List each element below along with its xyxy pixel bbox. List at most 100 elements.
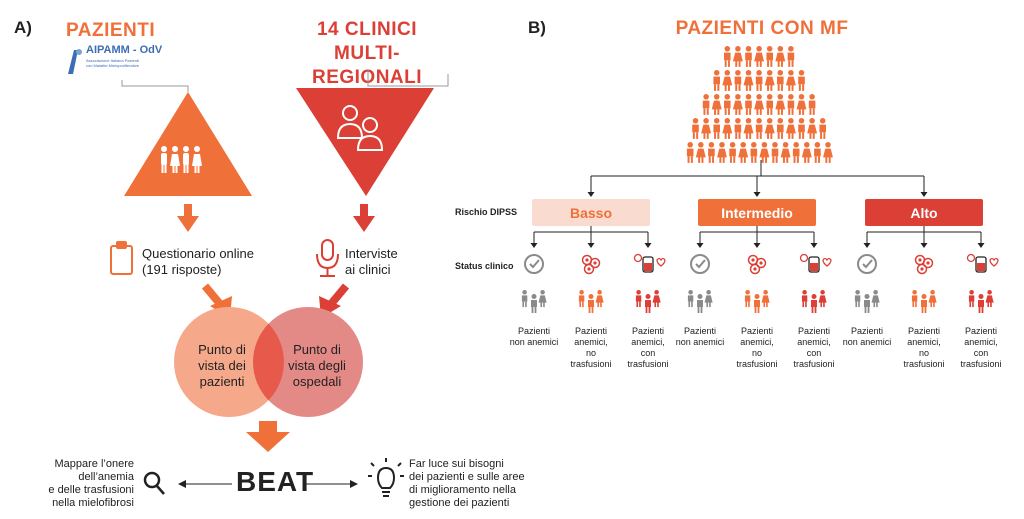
status-text-line: non anemici [842,337,892,347]
tree-arrowhead [530,243,538,248]
blood-bag-icon [966,253,999,273]
person-icon [695,142,706,163]
clinicians-connector [367,70,449,87]
person-icon [811,294,817,313]
venn-right-line3: ospedali [292,374,342,389]
person-icon [652,290,661,308]
person-icon [864,294,870,313]
tree-arrowhead [696,243,704,248]
person-icon [761,290,770,308]
lightbulb-icon [368,458,404,497]
left-goal-line4: nella mielofibrosi [52,497,134,509]
interviews-line1: Interviste [345,246,398,261]
person-icon [734,118,742,139]
venn-left-line3: pazienti [199,374,245,389]
check-circle-icon [857,254,877,274]
person-icon [732,94,743,115]
status-text-line: trasfusioni [627,359,669,369]
person-icon [798,118,805,139]
status-text-line: no [751,348,762,358]
beat-label: BEAT [236,466,315,497]
person-icon [968,290,975,308]
person-icon [722,70,733,91]
status-text-line: anemici, [907,337,941,347]
tree-arrowhead [977,243,985,248]
status-text-line: non anemici [675,337,725,347]
person-icon [734,70,742,91]
person-icon [724,46,731,67]
venn-down-arrow [246,421,290,452]
risk-label: Rischio DIPSS [455,207,518,217]
risk-box-alto: Alto [865,199,983,226]
red-blood-cells-icon [747,254,767,275]
panel-a-graphics [110,70,449,497]
venn-patients-circle [174,307,284,417]
person-icon [978,294,984,313]
person-icon [921,294,927,313]
person-icon [595,290,604,308]
patients-connector [121,80,189,92]
person-icon [750,142,758,163]
blood-bag-icon [799,253,832,273]
status-text-line: Pazienti [850,326,884,336]
status-text-line: anemici, [574,337,608,347]
person-icon [775,94,786,115]
person-icon [521,290,528,308]
status-label: Status clinico [455,261,514,271]
person-icon [759,142,770,163]
tree-arrowhead [753,243,761,248]
questionnaire-text: Questionario online (191 risposte) [142,246,254,278]
clinicians-triangle [296,88,434,196]
person-icon [792,142,800,163]
right-goal-line4: gestione dei pazienti [409,497,510,509]
microphone-icon [316,239,339,277]
person-icon [713,70,720,91]
aipamm-sub2: con Malattie Mieloproliferative [86,63,139,68]
person-icon [808,94,816,115]
clinicians-title-line1: 14 CLINICI MULTI- [316,19,418,64]
venn-overlap [253,323,284,401]
check-circle-icon [690,254,710,274]
person-icon [686,142,694,163]
left-goal-line2: dell’anemia [78,471,134,483]
person-icon [702,94,710,115]
status-text-line: Pazienti [964,326,998,336]
status-text-line: trasfusioni [570,359,612,369]
status-text-line: no [918,348,929,358]
status-text-line: Pazienti [517,326,551,336]
doctors-icon [336,105,384,151]
venn-right-text: Punto di vista degli ospedali [280,342,354,390]
person-icon [717,142,727,163]
status-text-line: Pazienti [574,326,608,336]
venn-left-line1: Punto di [198,342,246,357]
status-text-line: Pazienti [631,326,665,336]
venn-left-text: Punto di vista dei pazienti [185,342,259,390]
person-icon [819,118,826,139]
aipamm-logo-icon [68,49,82,74]
tree-arrowhead [810,243,818,248]
status-text-line: Pazienti [683,326,717,336]
status-text-line: trasfusioni [793,359,835,369]
person-icon [713,118,720,139]
panel-b-label: B) [528,18,546,37]
person-icon [766,46,773,67]
person-icon [724,94,731,115]
person-icon [777,70,784,91]
tree-arrowhead [753,192,761,197]
status-text-line: trasfusioni [903,359,945,369]
person-icon [708,142,715,163]
person-icon [754,294,760,313]
magnifier-icon [143,471,165,495]
mf-patients-title: PAZIENTI CON MF [675,18,849,39]
status-text-line: trasfusioni [736,359,778,369]
person-icon [787,46,795,67]
tree-arrowhead [587,243,595,248]
person-icon [745,46,752,67]
person-icon [645,294,651,313]
person-icon [755,70,763,91]
left-goal-text: Mappare l’onere dell’anemia e delle tras… [30,458,134,510]
person-icon [807,118,818,139]
